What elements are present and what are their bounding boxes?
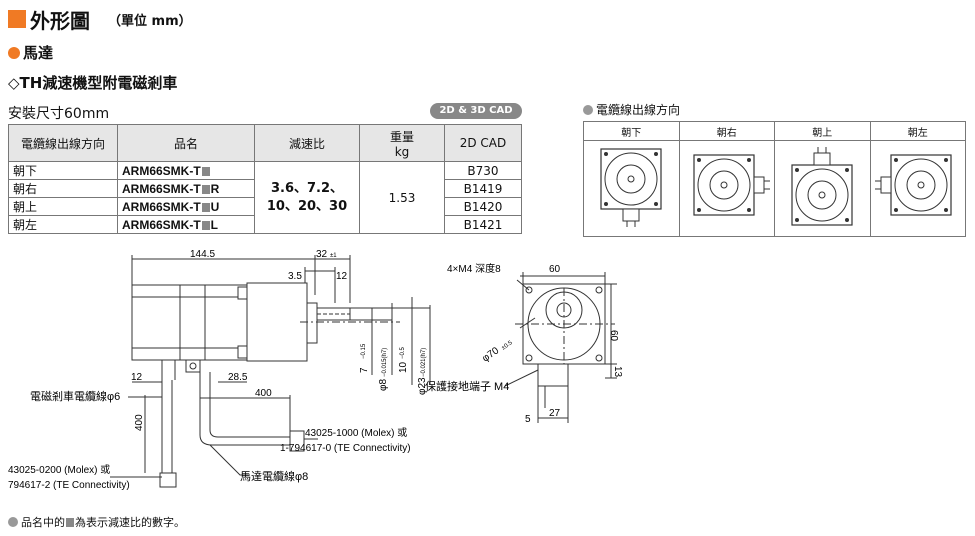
- dim-32: 32: [316, 249, 328, 260]
- dir-image-down: [583, 140, 680, 237]
- dir-image-up: [774, 140, 871, 237]
- motor-front-down-icon: [600, 148, 662, 227]
- dim-shaft-tol: −0.015(h7): [382, 348, 388, 377]
- cell-direction: 朝下: [8, 161, 118, 180]
- motor-front-left-icon: [874, 154, 952, 216]
- dim-7: 7: [359, 367, 370, 373]
- dir-image-right: [678, 140, 775, 237]
- dim-10-tol: −0.5: [400, 346, 406, 359]
- footnote-prefix: 品名中的: [21, 516, 65, 529]
- mounting-holes-label: 4×M4 深度8: [447, 262, 501, 275]
- section-title: 馬達: [23, 44, 54, 62]
- dim-27: 27: [549, 408, 561, 419]
- motor-front-up-icon: [791, 147, 853, 226]
- cell-cad-link[interactable]: B730: [444, 161, 522, 180]
- motor-front-right-icon: [693, 154, 770, 216]
- dim-pilot-tol: −0.021(h7): [421, 348, 427, 377]
- cell-direction: 朝左: [8, 215, 118, 234]
- gray-dot-icon: [8, 517, 18, 527]
- cell-weight: 1.53: [359, 161, 445, 234]
- motor-connector-1: 43025-1000 (Molex) 或: [305, 427, 407, 439]
- motor-cable-label: 馬達電纜線φ8: [240, 469, 308, 483]
- dim-10: 10: [398, 361, 409, 373]
- page-header: 外形圖 （單位 mm）: [8, 6, 192, 33]
- subsection-title: ◇TH減速機型附電磁剎車: [8, 74, 178, 92]
- orange-dot-icon: [8, 46, 20, 59]
- page-title: 外形圖: [30, 8, 90, 33]
- cable-direction-table: 朝下 朝右 朝上 朝左: [583, 121, 966, 237]
- dir-label-up: 朝上: [774, 121, 871, 141]
- ratio-placeholder-icon: [66, 517, 74, 527]
- col-ratio: 減速比: [254, 124, 360, 162]
- dir-label-left: 朝左: [869, 121, 966, 141]
- dim-13: 13: [612, 366, 623, 378]
- footnote: 品名中的 為表示減速比的數字。: [8, 514, 185, 530]
- cable-direction-title: 電纜線出線方向: [596, 103, 681, 117]
- size-label: 安裝尺寸60mm: [8, 106, 110, 122]
- dim-28-5: 28.5: [228, 372, 248, 383]
- brake-connector-2: 794617-2 (TE Connectivity): [8, 480, 130, 491]
- footnote-suffix: 為表示減速比的數字。: [75, 516, 185, 529]
- brake-connector-1: 43025-0200 (Molex) 或: [8, 464, 110, 476]
- dim-60-top: 60: [549, 264, 561, 275]
- cell-model: ARM66SMK-T: [117, 161, 255, 180]
- ground-terminal-label: 保護接地端子 M4: [425, 379, 509, 393]
- dim-7-tol: −0.15: [361, 343, 367, 359]
- dim-12-top: 12: [336, 271, 348, 282]
- section-heading: 馬達: [8, 42, 53, 63]
- dim-3-5: 3.5: [288, 271, 302, 282]
- cell-direction: 朝右: [8, 179, 118, 198]
- brake-cable-label: 電磁剎車電纜線φ6: [30, 389, 120, 403]
- gray-dot-icon: [583, 104, 593, 115]
- cable-direction-heading: 電纜線出線方向: [583, 101, 680, 118]
- dir-image-left: [869, 140, 966, 237]
- side-view-drawing: 144.5 32 ±1 3.5 12 7 −0.15 φ8 −0.015(h7)…: [8, 249, 431, 491]
- orange-square-icon: [8, 10, 26, 28]
- unit-label: （單位 mm）: [108, 13, 192, 29]
- dim-400-h: 400: [255, 388, 272, 399]
- dim-pcd-tol: ±0.5: [501, 340, 515, 352]
- front-view-drawing: 4×M4 深度8 60 60 φ70 ±0.5 13 保護接地端子 M4 5 2…: [425, 262, 623, 425]
- dim-32-tol: ±1: [330, 253, 337, 259]
- dim-total-length: 144.5: [190, 249, 215, 260]
- dim-60-side: 60: [608, 330, 619, 342]
- cell-cad-link[interactable]: B1419: [444, 179, 522, 198]
- dir-label-down: 朝下: [583, 121, 680, 141]
- dim-12-left: 12: [131, 372, 143, 383]
- cell-cad-link[interactable]: B1420: [444, 197, 522, 216]
- motor-connector-2: 1-794617-0 (TE Connectivity): [280, 443, 411, 454]
- dir-label-right: 朝右: [678, 121, 775, 141]
- col-name: 品名: [117, 124, 255, 162]
- col-cad: 2D CAD: [444, 124, 522, 162]
- dim-shaft-dia: φ8: [378, 379, 389, 391]
- cad-badge[interactable]: 2D & 3D CAD: [430, 103, 522, 119]
- table-row: 朝下 ARM66SMK-T 3.6、7.2、10、20、30 1.53 B730: [8, 161, 522, 234]
- cell-ratio: 3.6、7.2、10、20、30: [254, 161, 360, 234]
- dim-5: 5: [525, 414, 531, 425]
- cell-cad-link[interactable]: B1421: [444, 215, 522, 234]
- dim-pcd: φ70: [480, 345, 501, 364]
- col-direction: 電纜線出線方向: [8, 124, 118, 162]
- dim-pilot-dia: φ23: [417, 377, 428, 395]
- dim-400-v: 400: [134, 414, 145, 431]
- cell-direction: 朝上: [8, 197, 118, 216]
